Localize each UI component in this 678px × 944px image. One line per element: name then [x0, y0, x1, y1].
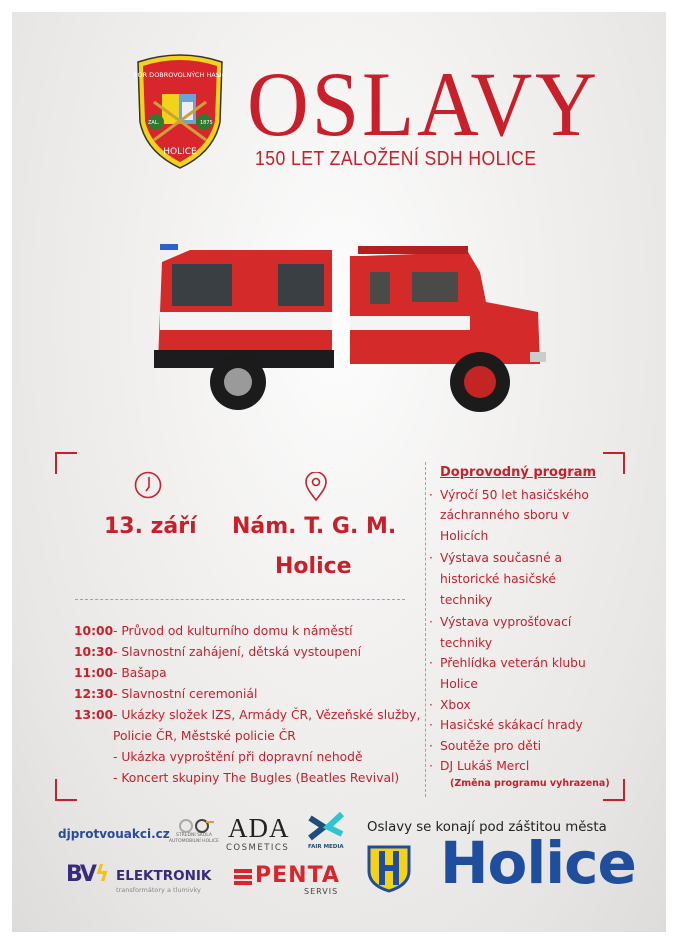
- schedule-time: 12:30: [74, 687, 114, 701]
- schedule-time: 13:00: [74, 708, 114, 722]
- schedule-row: 13:00- Ukázky složek IZS, Armády ČR, Věz…: [74, 705, 420, 726]
- program-item: Hasičské skákací hrady: [429, 715, 640, 736]
- schedule-text: - Ukázky složek IZS, Armády ČR, Vězeňské…: [113, 708, 421, 722]
- emblem-left-text: ZAL.: [148, 120, 160, 126]
- program-item: Výstava vyprošťovací techniky: [429, 612, 590, 653]
- program-heading: Doprovodný program: [440, 465, 597, 480]
- frame-corner-bottom-right: [603, 779, 625, 801]
- penta-logo: PENTA: [255, 863, 340, 888]
- event-date: 13. září: [104, 514, 197, 539]
- holice-city-shield: [367, 845, 411, 893]
- frame-corner-top-right: [603, 452, 625, 474]
- schedule-row: Policie ČR, Městské policie ČR: [74, 726, 420, 747]
- schedule-row: 10:30- Slavnostní zahájení, dětská vysto…: [74, 642, 420, 663]
- schedule-row: - Ukázka vyproštění při dopravní nehodě: [74, 747, 420, 768]
- schedule-row: 10:00- Průvod od kulturního domu k náměs…: [74, 621, 420, 642]
- fire-truck-image: [154, 244, 546, 412]
- fair-media-logo: FAIR MEDIA: [308, 844, 344, 850]
- emblem-bottom-text: HOLICE: [163, 147, 197, 157]
- bv-logo-text: BV: [66, 862, 97, 887]
- penta-logo-mark: [234, 869, 252, 885]
- side-program: Doprovodný program Výročí 50 let hasičsk…: [429, 463, 640, 791]
- djprotvouakci-logo: djprotvouakci.cz: [58, 827, 170, 841]
- penta-logo-sub: SERVIS: [304, 887, 339, 896]
- schedule-row: - Koncert skupiny The Bugles (Beatles Re…: [74, 768, 420, 789]
- lightning-icon: ϟ: [94, 862, 110, 887]
- frame-corner-bottom-left: [55, 779, 77, 801]
- program-item: Výročí 50 let hasičského záchranného sbo…: [429, 485, 590, 547]
- schedule-text: - Slavnostní ceremoniál: [113, 687, 258, 701]
- schedule-row: 11:00- Bašapa: [74, 663, 420, 684]
- program-item: Xbox: [429, 695, 640, 716]
- program-item: Přehlídka veterán klubu Holice: [429, 653, 605, 694]
- page-subtitle: 150 LET ZALOŽENÍ SDH HOLICE: [255, 148, 537, 170]
- event-place-line1: Nám. T. G. M.: [232, 514, 397, 539]
- ada-logo: ADA: [228, 813, 290, 843]
- clock-icon: [134, 471, 162, 499]
- frame-corner-top-left: [55, 452, 77, 474]
- schedule-time: 10:00: [74, 624, 114, 638]
- schedule-text: - Průvod od kulturního domu k náměstí: [113, 624, 353, 638]
- schedule-text: - Ukázka vyproštění při dopravní nehodě: [113, 750, 363, 764]
- section-divider: [75, 599, 405, 600]
- elektronik-logo-sub: transformátory a tlumivky: [116, 886, 201, 894]
- schedule-time: 10:30: [74, 645, 114, 659]
- program-item: Výstava současné a historické hasičské t…: [429, 548, 580, 610]
- holice-city-logo: Holice: [440, 829, 637, 897]
- page-title: OSLAVY: [247, 53, 600, 155]
- schedule-text: Policie ČR, Městské policie ČR: [113, 729, 296, 743]
- program-item: Soutěže pro děti: [429, 736, 640, 757]
- bv-logo: BVϟ: [66, 862, 109, 887]
- school-logo-mark: [179, 819, 214, 833]
- emblem-right-text: 1875: [200, 120, 213, 126]
- schedule-row: 12:30- Slavnostní ceremoniál: [74, 684, 420, 705]
- program-item: DJ Lukáš Mercl: [429, 756, 640, 777]
- elektronik-logo: ELEKTRONIK: [116, 868, 212, 884]
- column-divider: [425, 462, 426, 797]
- schedule-text: - Slavnostní zahájení, dětská vystoupení: [113, 645, 362, 659]
- program-note: (Změna programu vyhrazena): [450, 777, 610, 789]
- emblem-top-text: SBOR DOBROVOLNÝCH HASIČŮ: [134, 70, 226, 79]
- event-place-line2: Holice: [275, 554, 352, 579]
- schedule-list: 10:00- Průvod od kulturního domu k náměs…: [74, 621, 420, 789]
- schedule-text: - Bašapa: [113, 666, 167, 680]
- schedule-time: 11:00: [74, 666, 114, 680]
- schedule-text: - Koncert skupiny The Bugles (Beatles Re…: [113, 771, 400, 785]
- sdh-emblem-logo: SBOR DOBROVOLNÝCH HASIČŮ ZAL. 1875 HOLIC…: [134, 54, 226, 169]
- patronage-text: Oslavy se konají pod záštitou města: [367, 820, 607, 835]
- poster: SBOR DOBROVOLNÝCH HASIČŮ ZAL. 1875 HOLIC…: [12, 12, 666, 932]
- school-logo: STŘEDNÍ ŠKOLA AUTOMOBILNÍ HOLICE: [164, 817, 224, 845]
- map-pin-icon: [305, 472, 327, 502]
- school-logo-text: STŘEDNÍ ŠKOLA AUTOMOBILNÍ HOLICE: [169, 833, 219, 844]
- fair-media-logo-mark: [308, 812, 344, 841]
- ada-logo-sub: COSMETICS: [226, 843, 290, 853]
